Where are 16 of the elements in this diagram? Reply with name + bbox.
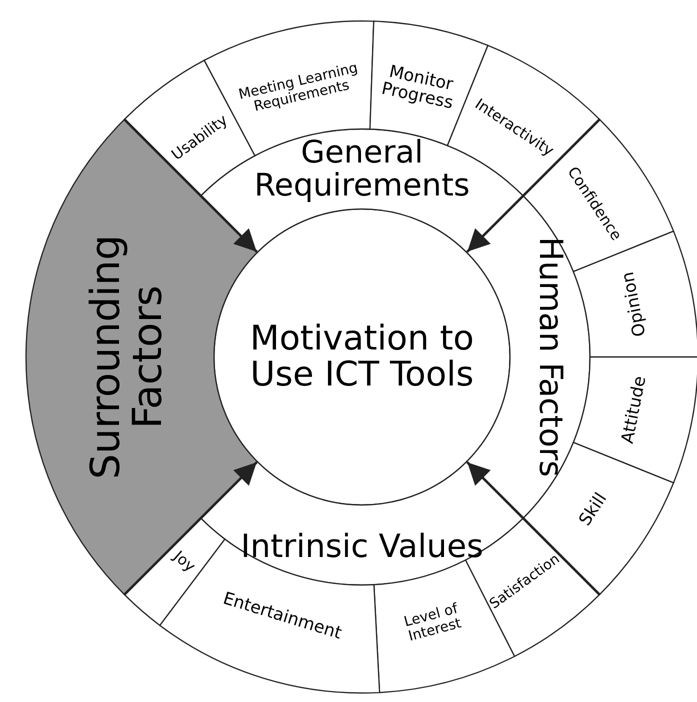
arrow [124,118,258,253]
arrow [466,118,600,253]
factor-label: Surrounding Factors [85,234,169,482]
factor-label: General Requirements [253,136,471,202]
factor-label: Intrinsic Values [240,530,484,564]
arrow [124,461,258,596]
factor-label: Attitude [616,374,652,448]
center-label: Motivation to Use ICT Tools [249,321,475,393]
factor-label: Human Factors [533,236,567,480]
outer-ring-segment [124,518,226,626]
outer-ring-segment [572,356,697,484]
factor-label: Monitor Progress [378,61,456,115]
arrow [466,461,600,596]
factor-label: Opinion [616,269,652,340]
factor-label: Joy [168,546,200,578]
factor-label: Level of Interest [402,599,464,646]
